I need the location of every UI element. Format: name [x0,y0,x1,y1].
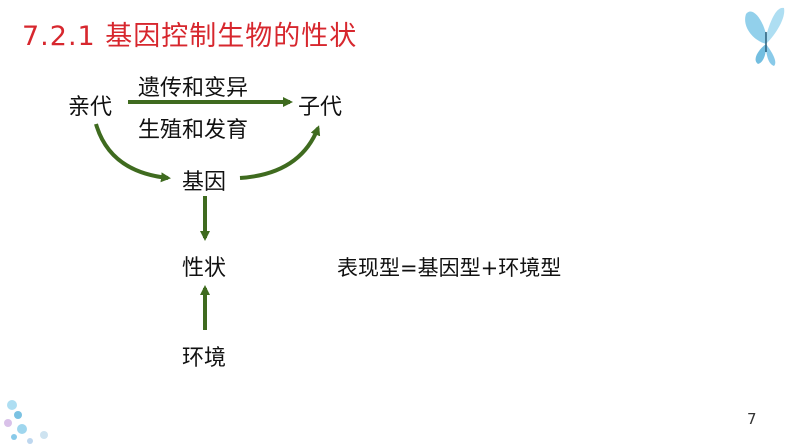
page-number: 7 [747,410,757,428]
arrow-gene-to-offspring [239,125,321,180]
slide-title: 7.2.1 基因控制生物的性状 [22,21,358,52]
parent-generation-label: 亲代 [68,95,113,120]
decorative-dots [4,400,48,444]
arrow-parent-to-gene [94,123,171,183]
environment-label: 环境 [182,346,227,371]
gene-label: 基因 [182,170,227,195]
reproduction-development-label: 生殖和发育 [138,118,249,143]
phenotype-formula: 表现型=基因型+环境型 [337,256,562,280]
trait-label: 性状 [182,256,227,281]
heredity-variation-label: 遗传和变异 [138,76,249,101]
butterfly-decoration [745,7,785,66]
offspring-generation-label: 子代 [298,95,343,120]
